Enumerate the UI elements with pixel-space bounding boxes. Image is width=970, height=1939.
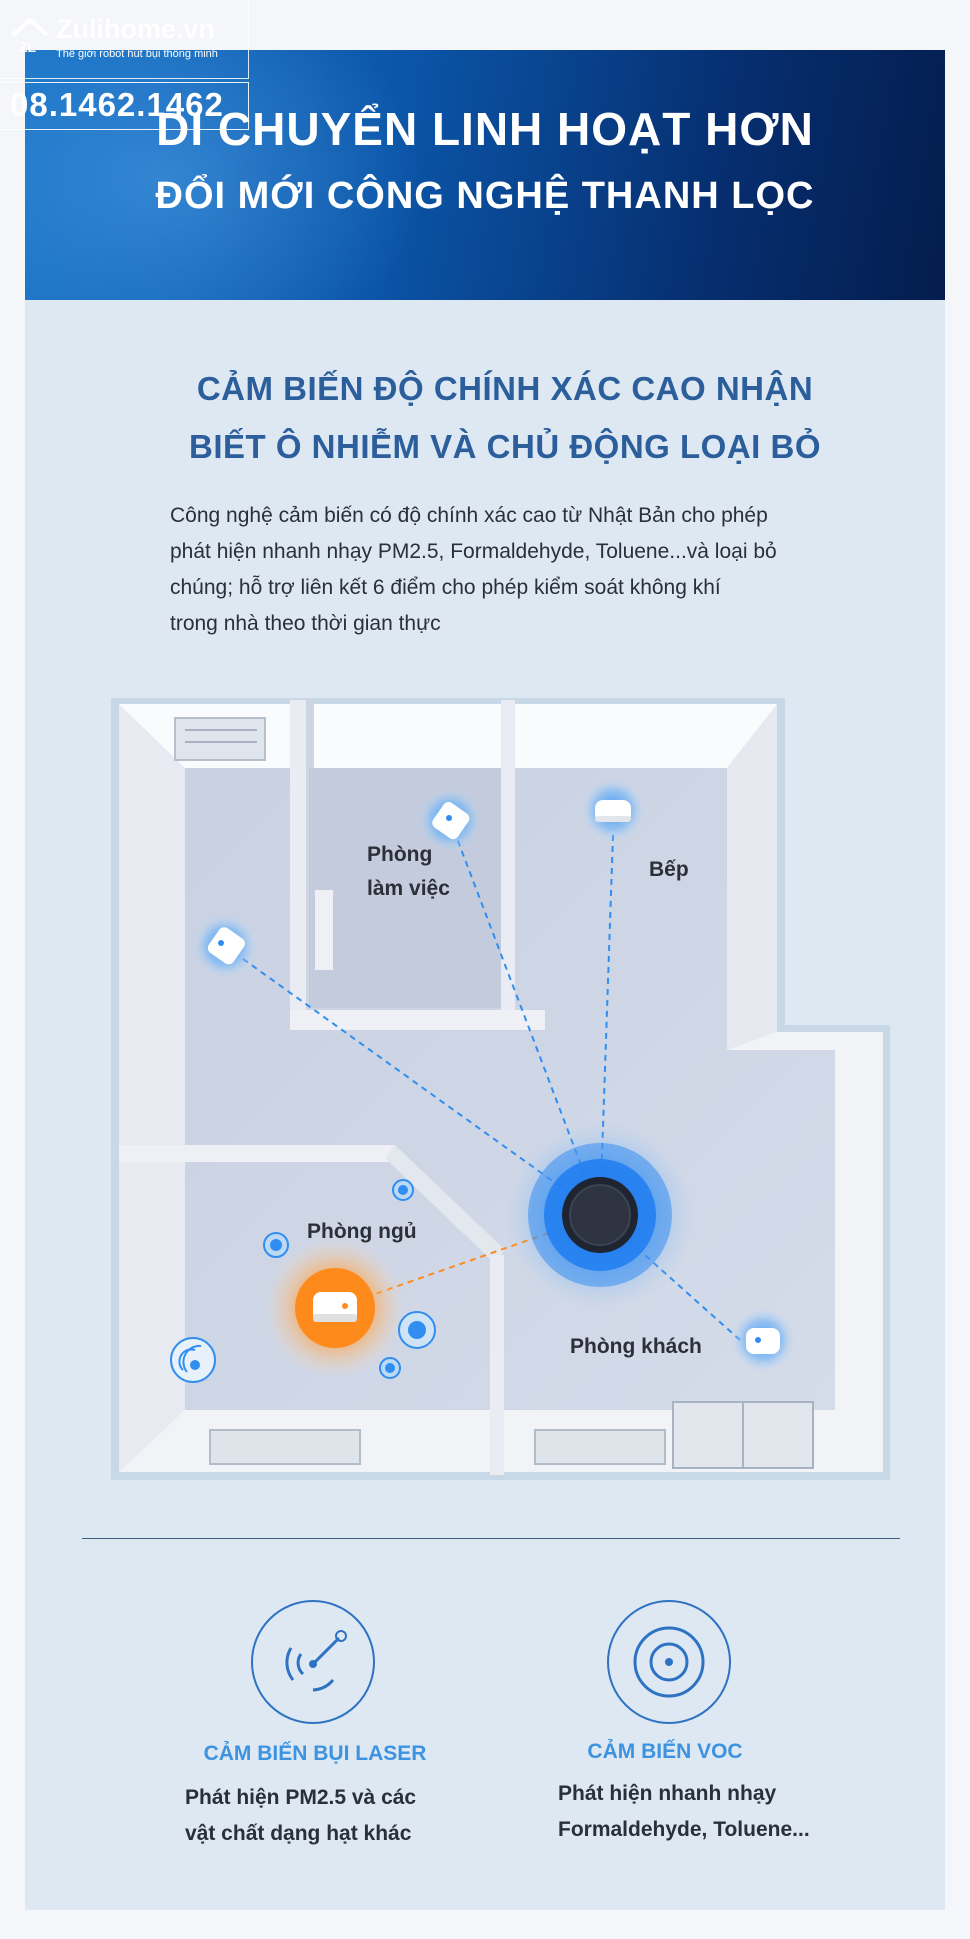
section-description: Công nghệ cảm biến có độ chính xác cao t… (170, 498, 890, 642)
brand-box (0, 0, 249, 79)
sensor-kitchen (581, 778, 645, 842)
feature-text-line: vật chất dạng hạt khác (185, 1822, 412, 1845)
radar-icon (251, 1600, 375, 1724)
section-divider (82, 1538, 900, 1539)
feature-title-laser: CẢM BIẾN BỤI LASER (203, 1742, 427, 1765)
room-label-office-line1: Phòng (367, 843, 433, 866)
hero-title-line2: ĐỔI MỚI CÔNG NGHỆ THANH LỌC (155, 175, 815, 217)
sensor-living (731, 1308, 795, 1372)
room-label-office-line2: làm việc (367, 877, 450, 900)
room-label-bedroom: Phòng ngủ (307, 1220, 417, 1243)
feature-text-voc: Phát hiện nhanh nhạy Formaldehyde, Tolue… (558, 1776, 810, 1848)
house-logo-icon: ZL (12, 17, 48, 55)
feature-title-voc: CẢM BIẾN VOC (587, 1740, 743, 1763)
bedroom-sensor (265, 1238, 405, 1378)
desc-line: trong nhà theo thời gian thực (170, 612, 441, 635)
desc-line: chúng; hỗ trợ liên kết 6 điểm cho phép k… (170, 576, 721, 599)
page-panel: DI CHUYỂN LINH HOẠT HƠN ĐỔI MỚI CÔNG NGH… (25, 50, 945, 1910)
room-label-office: Phòng làm việc (367, 838, 450, 906)
brand-phone[interactable]: 08.1462.1462 (10, 86, 224, 123)
section-title-line1: CẢM BIẾN ĐỘ CHÍNH XÁC CAO NHẬN (196, 370, 814, 407)
phone-box (0, 82, 249, 130)
section-title-line2: BIẾT Ô NHIỄM VÀ CHỦ ĐỘNG LOẠI BỎ (188, 428, 821, 465)
brand-tagline: Thế giới robot hút bụi thông minh (56, 48, 218, 60)
feature-text-laser: Phát hiện PM2.5 và các vật chất dạng hạt… (185, 1780, 416, 1852)
central-purifier (505, 1120, 695, 1310)
sensor-left (193, 914, 257, 978)
room-label-living: Phòng khách (570, 1335, 702, 1358)
pollutant-particles (170, 1179, 436, 1383)
brand-name[interactable]: Zulihome.vn (56, 14, 216, 44)
brand-watermark: ZL Zulihome.vn Thế giới robot hút bụi th… (0, 0, 250, 130)
feature-text-line: Formaldehyde, Toluene... (558, 1818, 810, 1841)
feature-text-line: Phát hiện nhanh nhạy (558, 1782, 777, 1805)
hero-title-line1: DI CHUYỂN LINH HOẠT HƠN (156, 103, 814, 155)
feature-text-line: Phát hiện PM2.5 và các (185, 1786, 417, 1809)
hero-banner: DI CHUYỂN LINH HOẠT HƠN ĐỔI MỚI CÔNG NGH… (25, 50, 945, 300)
floor-plan-illustration (111, 698, 890, 1480)
target-icon (607, 1600, 731, 1724)
room-label-kitchen: Bếp (649, 858, 689, 881)
sensor-office (418, 788, 482, 852)
logo-text: ZL (19, 39, 37, 55)
desc-line: phát hiện nhanh nhạy PM2.5, Formaldehyde… (170, 540, 777, 563)
desc-line: Công nghệ cảm biến có độ chính xác cao t… (170, 504, 768, 527)
